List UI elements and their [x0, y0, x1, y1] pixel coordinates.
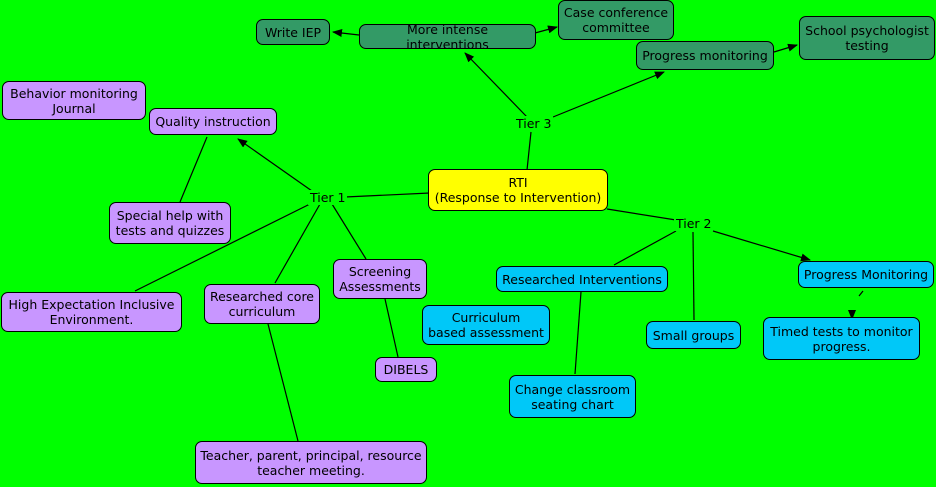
curriculum-based-assessment-node[interactable]: Curriculum based assessment: [422, 305, 550, 345]
screening-assessments-node[interactable]: Screening Assessments: [333, 259, 427, 299]
progress-monitoring-t3-node[interactable]: Progress monitoring: [636, 41, 774, 70]
rti-root-node[interactable]: RTI (Response to Intervention): [428, 169, 608, 211]
researched-interventions-node[interactable]: Researched Interventions: [496, 266, 668, 292]
school-psychologist-node[interactable]: School psychologist testing: [799, 16, 935, 60]
progress-monitoring-t2-node[interactable]: Progress Monitoring: [798, 261, 934, 288]
tier-2-label: Tier 2: [674, 216, 714, 231]
change-seating-chart-node[interactable]: Change classroom seating chart: [509, 375, 636, 418]
special-help-node[interactable]: Special help with tests and quizzes: [109, 202, 231, 244]
tier-3-label: Tier 3: [514, 116, 554, 131]
researched-core-curriculum-node[interactable]: Researched core curriculum: [204, 284, 320, 324]
quality-instruction-node[interactable]: Quality instruction: [149, 108, 277, 135]
write-iep-node[interactable]: Write IEP: [256, 19, 330, 45]
small-groups-node[interactable]: Small groups: [646, 321, 741, 349]
tier-1-label: Tier 1: [308, 190, 348, 205]
behavior-journal-node[interactable]: Behavior monitoring Journal: [2, 81, 146, 120]
more-intense-interventions-node[interactable]: More intense interventions: [359, 22, 536, 52]
dibels-node[interactable]: DIBELS: [375, 357, 437, 382]
high-expectation-node[interactable]: High Expectation Inclusive Environment.: [1, 292, 182, 332]
teacher-meeting-node[interactable]: Teacher, parent, principal, resource tea…: [195, 441, 427, 484]
timed-tests-node[interactable]: Timed tests to monitor progress.: [763, 317, 920, 360]
case-conference-node[interactable]: Case conference committee: [558, 0, 674, 40]
